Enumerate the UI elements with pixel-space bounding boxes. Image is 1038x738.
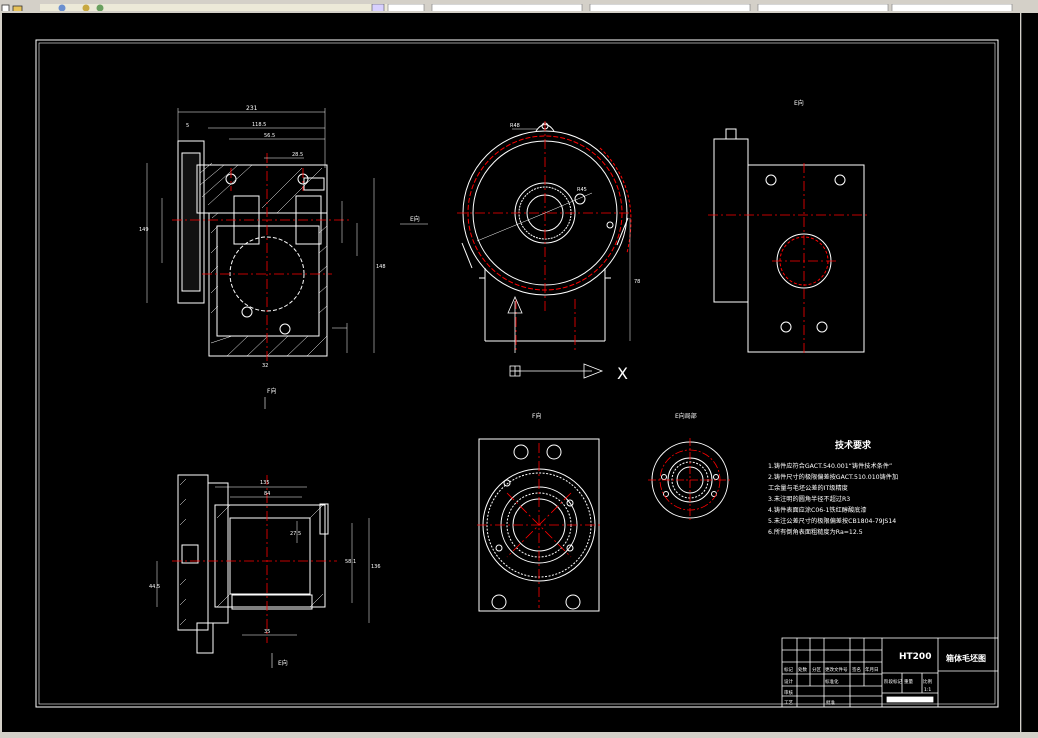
title-cell-weight: 重量 (904, 678, 913, 685)
dim-bottom-width: 32 (262, 363, 268, 369)
tech-requirement-1: 1.铸件应符合GACT.540.001“铸件技术条件” (768, 462, 892, 470)
tech-requirement-3: 工余量与毛坯公差的IT级精度 (768, 484, 848, 492)
save-icon[interactable] (58, 4, 66, 12)
title-cell-design: 设计 (784, 678, 793, 685)
tech-requirement-7: 6.所有倒角表面粗糙度为Ra=12.5 (768, 528, 863, 536)
ucs-x-label: X (617, 364, 628, 383)
redo-icon[interactable] (96, 4, 104, 12)
cad-drawing: 231 118.5 56.5 5 28.5 149 148 32 E向 F向 (35, 39, 999, 708)
bottom-section-view (177, 474, 329, 654)
dim-bottom-left-h2: 44.5 (149, 584, 160, 590)
inner-border (38, 42, 996, 705)
dim-top-third: 56.5 (264, 133, 275, 139)
tech-requirements-title: 技术要求 (835, 439, 872, 451)
title-cell-zone: 分区 (812, 666, 821, 673)
dim-right-v: 78 (634, 279, 640, 285)
centerlines-main (172, 153, 352, 363)
centerlines-e-partial (648, 438, 732, 522)
title-cell-approve: 批准 (826, 699, 835, 706)
centerlines-front (457, 121, 632, 353)
dim-top-overall: 231 (246, 105, 258, 112)
section-hatching (199, 162, 328, 357)
view-label-e-partial: E向局部 (675, 412, 697, 420)
title-cell-stage: 阶段标记 (884, 678, 902, 685)
title-material: HT200 (899, 652, 931, 662)
dim-bottom-bottom: 35 (264, 629, 270, 635)
undo-icon[interactable] (82, 4, 90, 12)
dimensions-main (146, 108, 375, 353)
vertical-scrollbar[interactable] (1021, 13, 1038, 732)
dim-bottom-left-v: 136 (371, 564, 381, 570)
dim-front-tag: R48 (510, 123, 520, 129)
dim-bottom-right-v2: 58.1 (345, 559, 356, 565)
title-block (781, 637, 999, 708)
dim-bottom-left-h1: 84 (264, 491, 270, 497)
side-view-e (713, 128, 865, 353)
drawing-canvas[interactable]: 231 118.5 56.5 5 28.5 149 148 32 E向 F向 (2, 13, 1020, 732)
dim-front-radius: R45 (577, 187, 587, 193)
dim-bottom-left-overall: 135 (260, 480, 270, 486)
title-cell-sign: 签名 (852, 666, 861, 673)
title-cell-count: 处数 (798, 666, 807, 673)
title-cell-doc: 更改文件号 (825, 666, 848, 673)
view-label-e-left: E向 (410, 215, 420, 223)
view-label-f-left: F向 (267, 387, 276, 395)
tech-requirement-2: 2.铸件尺寸的极限偏差按GACT.510.010铸件加 (768, 473, 898, 481)
dim-left-height: 149 (139, 227, 149, 233)
section-view-main (177, 140, 328, 357)
dim-bottom-inner: 27.5 (290, 531, 301, 537)
title-cell-process: 工艺 (784, 700, 793, 706)
view-label-f-bottom: F向 (532, 412, 541, 420)
centerlines-bottom (172, 475, 337, 643)
tech-requirement-6: 5.未注公差尺寸的极限偏差按CB1804-79JS14 (768, 517, 896, 525)
bottom-hatching (179, 478, 324, 626)
dimensions-front (476, 128, 631, 341)
tech-requirement-5: 4.铸件表面应涂C06-1铁红醇酸底漆 (768, 506, 867, 514)
dim-top-small: 5 (186, 123, 189, 129)
title-cell-scale: 比例 (923, 678, 932, 685)
title-cell-std: 标准化 (825, 678, 839, 685)
tech-requirement-4: 3.未注明的圆角半径不超过R3 (768, 495, 850, 503)
view-label-e-bottom: E向 (278, 659, 288, 667)
title-cell-date: 年月日 (865, 666, 879, 673)
title-cell-review: 审核 (784, 689, 793, 696)
view-label-e-top: E向 (794, 99, 804, 107)
dimensions-bottom (156, 486, 370, 636)
title-part-name: 箱体毛坯图 (946, 653, 986, 663)
centerlines-side (708, 163, 870, 353)
dim-right-height: 148 (376, 264, 386, 270)
centerlines-f (477, 443, 602, 608)
title-cell-mark: 标记 (784, 666, 793, 673)
ucs-icon (507, 296, 604, 379)
outer-border (35, 39, 999, 708)
dim-top-inner: 28.5 (292, 152, 303, 158)
drawing-area-frame: 231 118.5 56.5 5 28.5 149 148 32 E向 F向 (0, 11, 1038, 738)
dim-top-second: 118.5 (252, 122, 266, 128)
title-cell-scale-value: 1:1 (924, 687, 931, 693)
front-view-round (461, 122, 632, 342)
